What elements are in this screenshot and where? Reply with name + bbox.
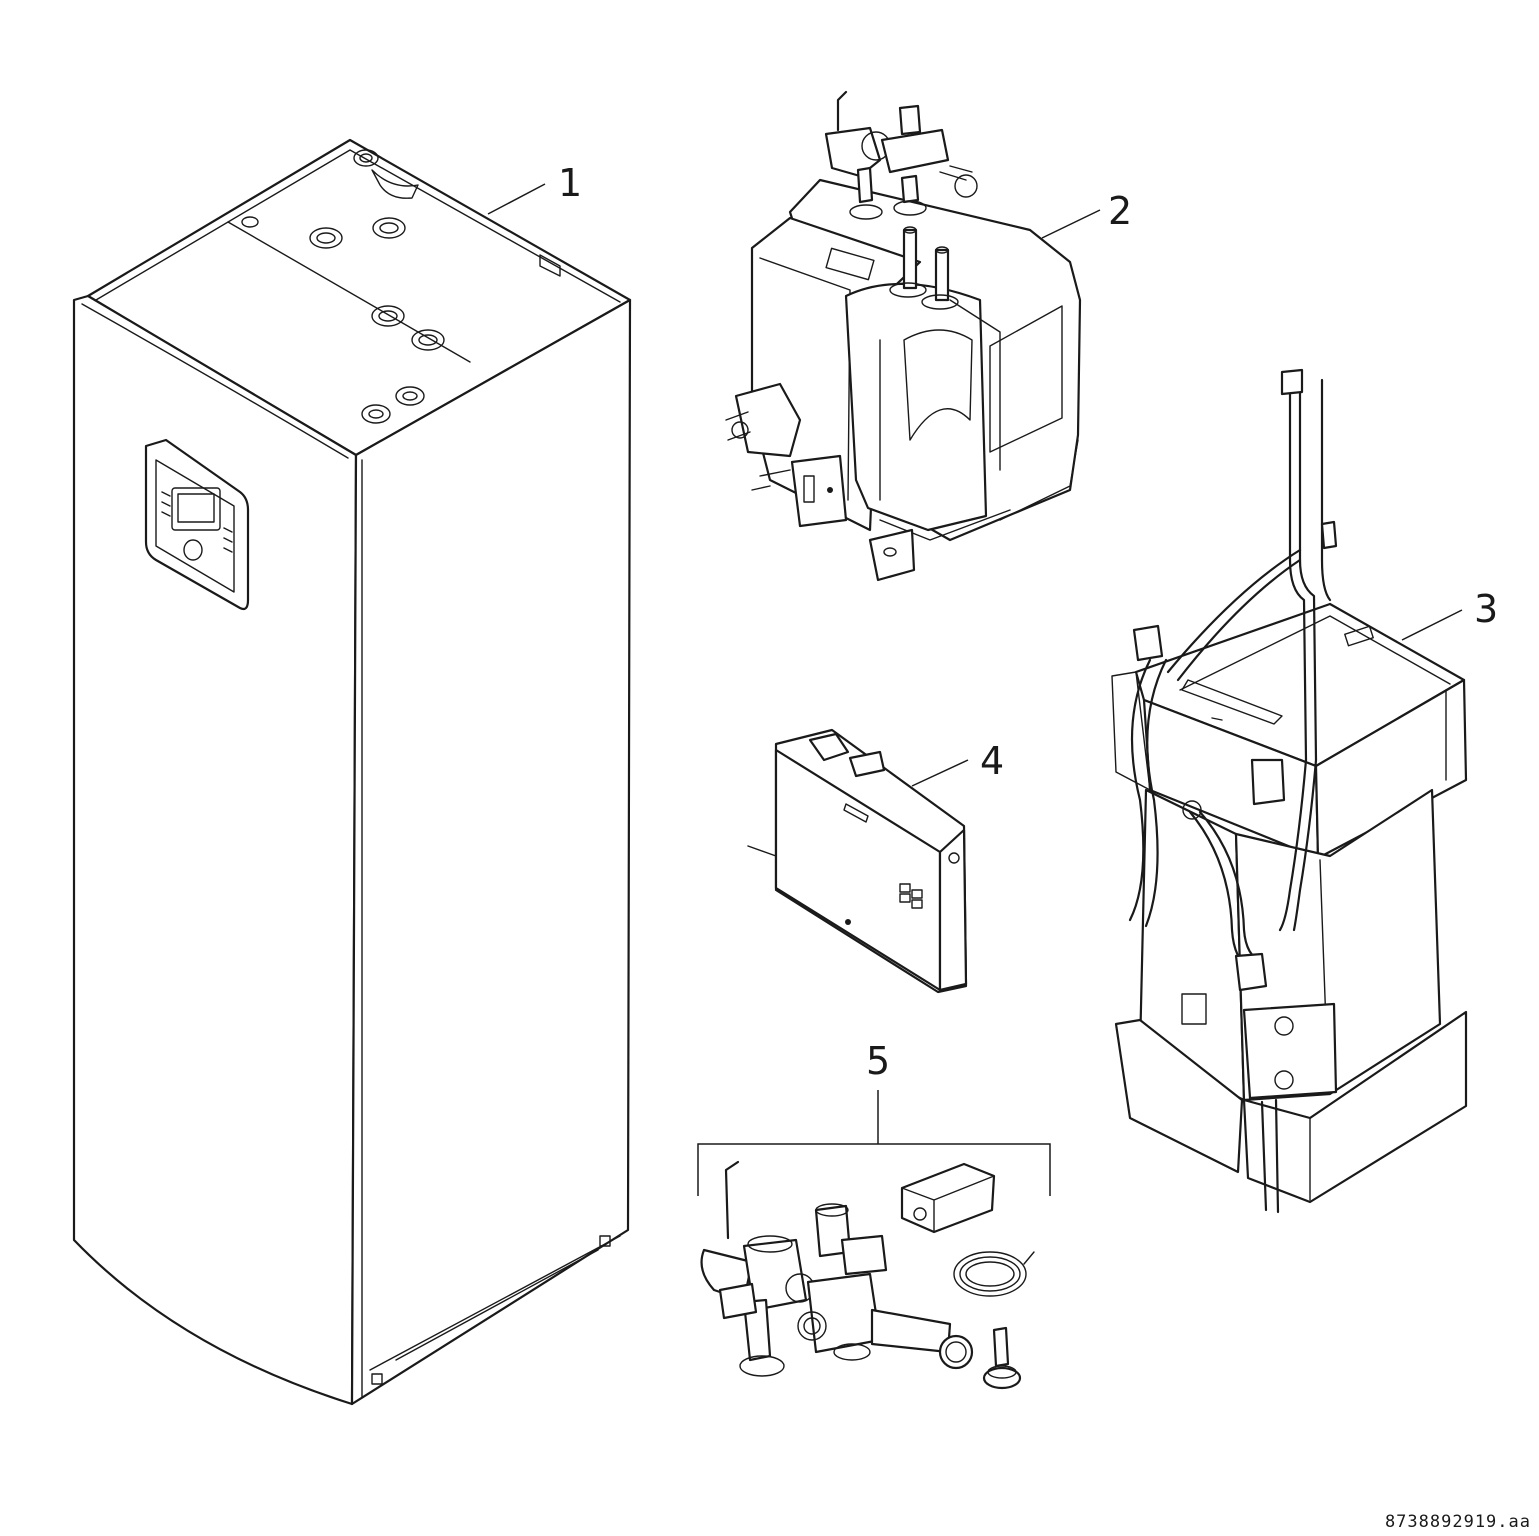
callouts: 1 2 3 4 5 <box>487 161 1498 1083</box>
leader-4 <box>911 759 969 787</box>
control-panel <box>144 438 250 611</box>
part-4-electrical-box <box>747 728 968 994</box>
callout-4: 4 <box>980 739 1004 783</box>
part-2-hydraulic-module <box>725 90 1082 582</box>
part-1-indoor-unit-cabinet <box>72 138 632 1406</box>
top-connection-ports <box>241 149 445 424</box>
callout-2: 2 <box>1108 189 1132 233</box>
callout-1: 1 <box>558 161 582 205</box>
leader-2 <box>1041 209 1101 239</box>
document-code: 8738892919.aa <box>1384 1512 1531 1532</box>
callout-5: 5 <box>866 1039 890 1083</box>
callout-3: 3 <box>1474 587 1498 631</box>
leader-1 <box>487 183 546 215</box>
leader-3 <box>1401 609 1463 641</box>
part-3-tank-module <box>1111 368 1468 1214</box>
part-5-accessory-kit <box>697 1090 1051 1390</box>
